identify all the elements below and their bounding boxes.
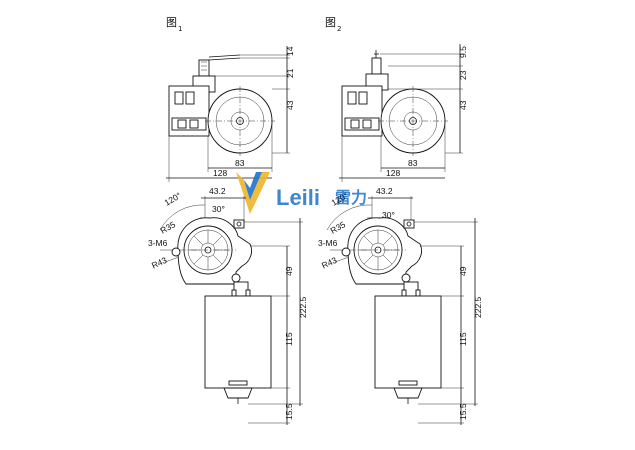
svg-text:Leili: Leili — [276, 185, 320, 210]
leili-logo: Leili 雷力 — [236, 172, 367, 214]
svg-text:R43: R43 — [320, 255, 339, 271]
svg-text:15.5: 15.5 — [284, 403, 294, 420]
dim-fig1-14: 14 — [285, 46, 295, 56]
dim-fig1-21: 21 — [285, 68, 295, 78]
dim-fig1-43-2: 43.2 — [209, 186, 226, 196]
dim-fig1-43: 43 — [285, 100, 295, 110]
dim-fig2-9-5: 9.5 — [458, 46, 468, 58]
fig1-front-view: 43.2 120° 30° R35 3-M6 R43 — [148, 186, 308, 425]
svg-text:115: 115 — [458, 332, 468, 346]
svg-text:雷力: 雷力 — [335, 188, 367, 207]
fig1-top-view: 14 21 43 83 128 — [166, 46, 295, 182]
svg-text:R35: R35 — [329, 219, 348, 236]
dim-fig2-23: 23 — [458, 70, 468, 80]
svg-text:120°: 120° — [163, 190, 183, 207]
dim-fig2-43: 43 — [458, 100, 468, 110]
svg-text:2: 2 — [337, 25, 341, 33]
svg-text:图: 图 — [166, 16, 177, 29]
svg-text:222.5: 222.5 — [473, 296, 483, 318]
figure-2-caption: 图 2 — [325, 16, 341, 33]
svg-text:115: 115 — [284, 332, 294, 346]
fig2-front-view: 43.2 120° 30° R35 3-M6 R43 — [318, 186, 483, 425]
svg-text:30°: 30° — [382, 210, 395, 220]
svg-text:49: 49 — [458, 266, 468, 276]
svg-text:3-M6: 3-M6 — [148, 238, 168, 248]
svg-text:49: 49 — [284, 266, 294, 276]
dim-fig2-128: 128 — [386, 168, 400, 178]
dim-fig1-128: 128 — [213, 168, 227, 178]
svg-text:43.2: 43.2 — [376, 186, 393, 196]
svg-text:3-M6: 3-M6 — [318, 238, 338, 248]
svg-text:15.5: 15.5 — [458, 403, 468, 420]
svg-text:30°: 30° — [212, 204, 225, 214]
svg-text:图: 图 — [325, 16, 336, 29]
svg-text:R43: R43 — [150, 255, 169, 271]
svg-text:1: 1 — [178, 25, 182, 33]
dim-fig2-83: 83 — [408, 158, 418, 168]
figure-1-caption: 图 1 — [166, 16, 182, 33]
svg-text:222.5: 222.5 — [298, 296, 308, 318]
fig2-top-view: 9.5 23 43 83 128 — [339, 44, 468, 182]
dim-fig1-83: 83 — [235, 158, 245, 168]
svg-text:R35: R35 — [159, 219, 178, 236]
